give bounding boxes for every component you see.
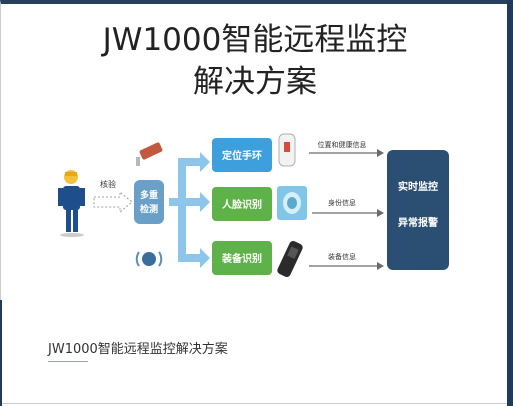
wristband-icon <box>278 133 296 167</box>
monitor-alarm-label: 异常报警 <box>398 216 438 229</box>
checkin-label: 核验 <box>100 179 116 189</box>
signal-icon <box>135 251 163 267</box>
hero-title-line2: 解决方案 <box>193 64 317 100</box>
info-arrows <box>309 149 384 270</box>
method-device-box <box>212 241 272 275</box>
scanner-icon <box>277 241 303 277</box>
card-caption[interactable]: JW1000智能远程监控解决方案 <box>48 342 228 357</box>
checkin-arrow <box>93 190 133 214</box>
multi-check-label-2: 检测 <box>140 203 158 215</box>
caption-underline <box>48 361 88 362</box>
method-device-label: 装备识别 <box>221 252 262 265</box>
hero-title-line1: JW1000智能远程监控 <box>101 22 408 58</box>
monitor-realtime-label: 实时监控 <box>398 180 438 193</box>
hero-image[interactable]: JW1000智能远程监控 解决方案 核验 多重 检测 <box>12 12 499 312</box>
method-locate-box <box>212 138 272 172</box>
face-scan-icon <box>277 186 307 220</box>
method-locate-label: 定位手环 <box>222 149 262 162</box>
method-face-label: 人脸识别 <box>222 198 262 211</box>
card-edge-left <box>0 300 2 406</box>
branch-arrows <box>169 152 210 268</box>
camera-icon <box>136 142 163 166</box>
monitor-panel <box>387 150 449 270</box>
card-edge-right <box>507 0 513 406</box>
worker-icon <box>58 170 85 237</box>
info-identity-label: 身份信息 <box>328 198 356 207</box>
info-device-label: 装备信息 <box>328 252 356 261</box>
info-location-label: 位置和健康信息 <box>318 140 367 149</box>
multi-check-box <box>134 180 164 224</box>
method-face-box <box>212 187 272 221</box>
multi-check-label-1: 多重 <box>140 189 158 201</box>
